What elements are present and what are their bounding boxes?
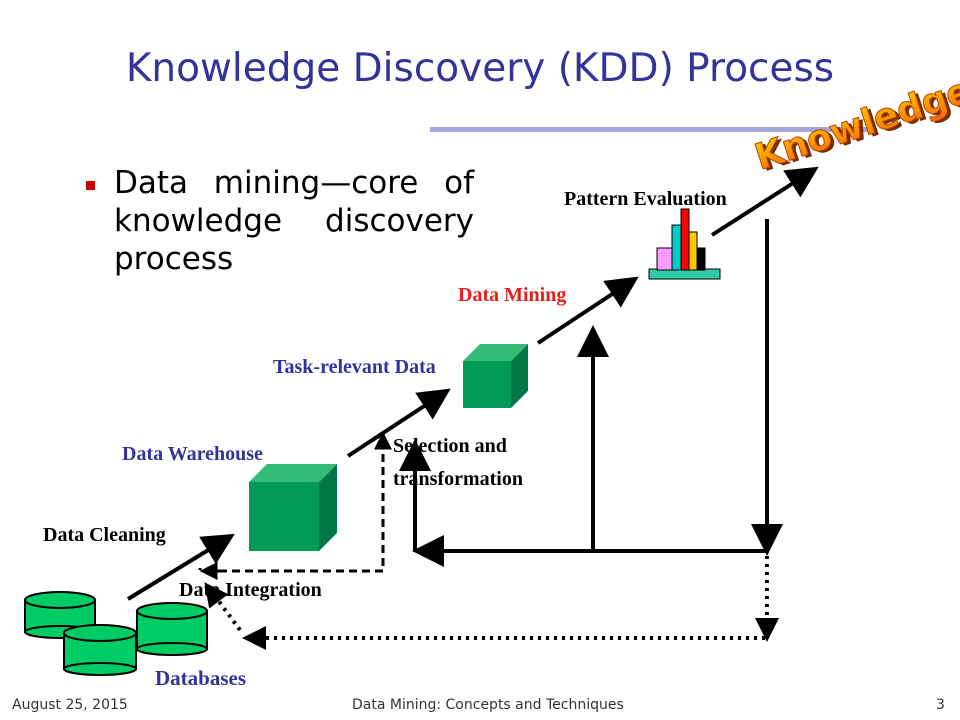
footer-title: Data Mining: Concepts and Techniques [352,697,624,713]
bullet-marker-icon [86,181,95,190]
label-transformation: transformation [393,468,523,490]
task-relevant-cube-icon [463,344,528,408]
label-data-integration: Data Integration [179,579,322,601]
label-data-cleaning: Data Cleaning [43,524,166,546]
database-cylinder-icon [63,624,137,676]
dashed-arrow [199,431,392,580]
flow-arrow [126,166,819,601]
database-cylinder-icon [24,591,96,639]
footer-date: August 25, 2015 [12,697,128,713]
label-data-warehouse: Data Warehouse [122,443,263,465]
title-underline [430,127,870,132]
label-pattern-evaluation: Pattern Evaluation [564,188,727,210]
knowledge-wordart-icon: Knowledge Knowledge [750,70,960,181]
label-databases: Databases [155,666,247,690]
svg-text:Knowledge: Knowledge [750,70,960,178]
bullet-text: Data mining—core of knowledge discovery … [114,165,474,277]
label-data-mining: Data Mining [458,284,567,306]
bar-chart-icon [648,208,721,280]
database-cylinder-icon [136,602,208,656]
data-warehouse-cube-icon [249,464,337,551]
feedback-arrow [399,219,783,567]
dotted-arrowhead [204,582,779,650]
footer-page-number: 3 [936,697,945,713]
label-task-relevant-data: Task-relevant Data [273,356,436,378]
slide-title: Knowledge Discovery (KDD) Process [125,46,835,91]
label-selection: Selection and [393,435,507,457]
